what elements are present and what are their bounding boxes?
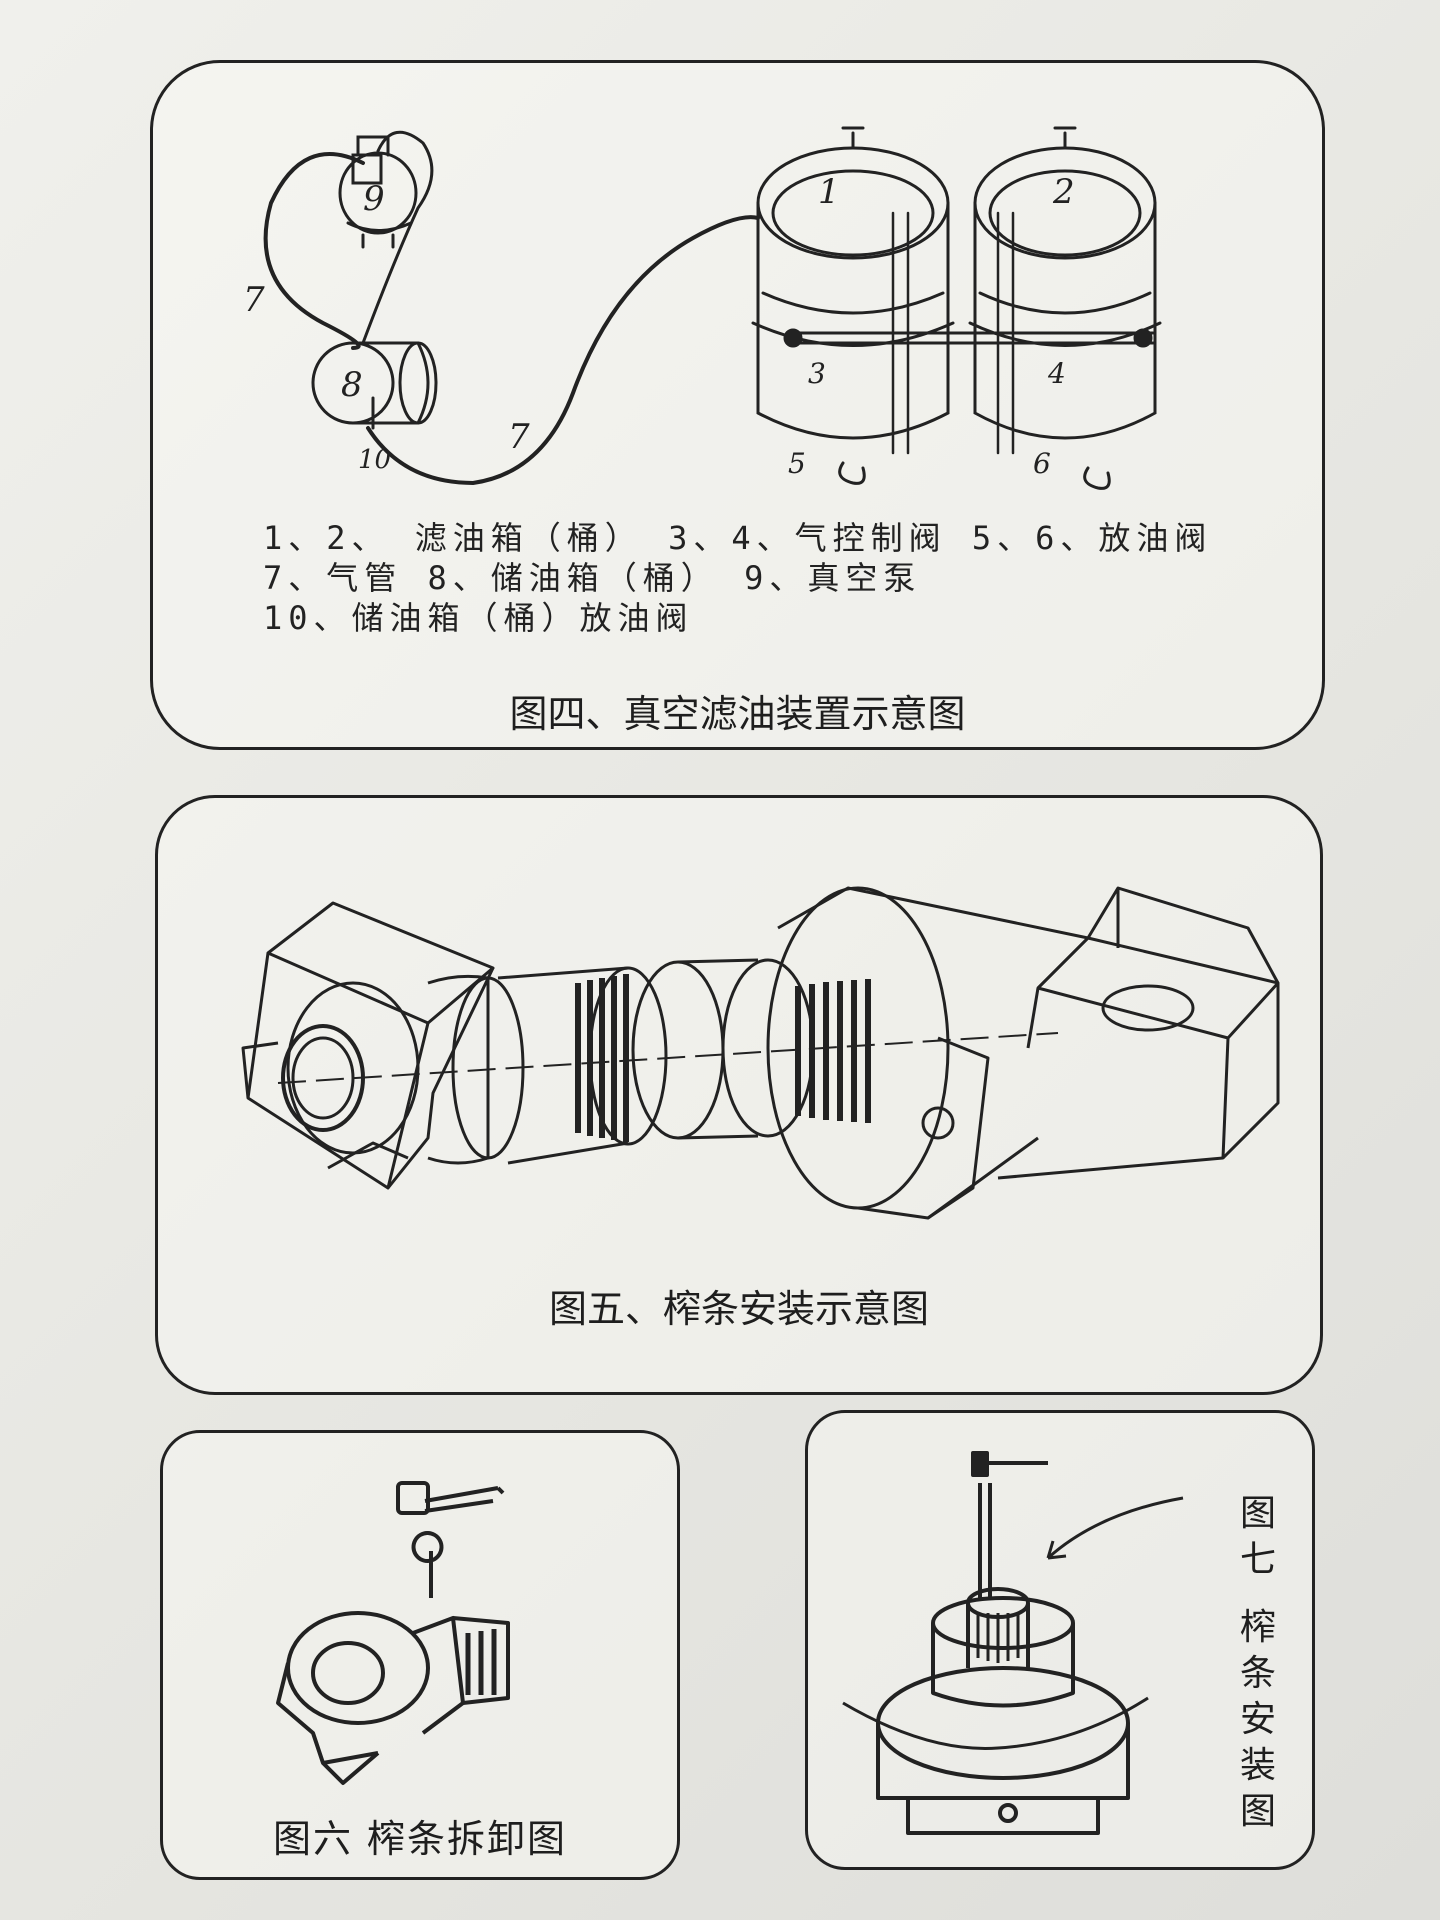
assembly-body-drawing xyxy=(842,1587,1149,1835)
caption-char: 图 xyxy=(1239,1493,1276,1534)
label-7b: 7 xyxy=(508,417,530,457)
figure-5-panel: 图五、榨条安装示意图 xyxy=(155,795,1323,1395)
label-10: 10 xyxy=(358,445,391,475)
right-flange-housing xyxy=(766,886,1280,1220)
legend-line-3: 10、储油箱（桶）放油阀 xyxy=(263,599,694,637)
valve-4-knob xyxy=(1133,328,1153,348)
drain-valve-5 xyxy=(838,461,866,485)
arrow-head xyxy=(1046,1540,1067,1560)
left-flange-block xyxy=(241,901,495,1190)
press-bar-installation-diagram xyxy=(842,1451,1184,1835)
caption-char: 图 xyxy=(1239,1791,1276,1832)
label-7a: 7 xyxy=(243,280,265,320)
filter-tank-2-drawing xyxy=(968,126,1162,455)
manifold-pipe xyxy=(786,331,1155,345)
caption-char: 安 xyxy=(1239,1699,1276,1740)
figure-5-caption: 图五、榨条安装示意图 xyxy=(548,1287,929,1331)
label-6: 6 xyxy=(1033,447,1051,480)
air-pipe-right xyxy=(366,215,760,486)
wrench-drawing xyxy=(396,1481,505,1598)
label-9: 9 xyxy=(363,179,385,219)
caption-char: 榨 xyxy=(1239,1607,1276,1648)
figure-7-panel: 图 七 榨 条 安 装 图 xyxy=(805,1410,1315,1870)
drain-valve-6 xyxy=(1083,466,1111,490)
label-1: 1 xyxy=(818,172,840,212)
press-bar-assembly-diagram xyxy=(241,886,1280,1220)
valve-3-knob xyxy=(783,328,803,348)
caption-char: 条 xyxy=(1239,1653,1276,1694)
caption-char: 七 xyxy=(1239,1539,1276,1580)
figure-6-caption: 图六 榨条拆卸图 xyxy=(272,1817,568,1861)
press-bar-removal-diagram xyxy=(276,1481,510,1785)
legend-line-2: 7、气管 8、储油箱（桶） 9、真空泵 xyxy=(263,559,922,597)
press-bars-left xyxy=(575,974,629,1142)
insertion-arrow xyxy=(1046,1496,1184,1560)
label-4: 4 xyxy=(1047,357,1066,390)
label-2: 2 xyxy=(1052,172,1075,212)
vacuum-pump-drawing xyxy=(338,135,418,249)
press-body-drawing xyxy=(276,1611,510,1785)
label-5: 5 xyxy=(788,447,806,480)
caption-char: 装 xyxy=(1239,1745,1276,1786)
label-3: 3 xyxy=(808,357,826,390)
figure-7-caption: 图 七 榨 条 安 装 图 xyxy=(1233,1491,1283,1835)
air-pipe-pump-top xyxy=(361,130,434,345)
figure-4-panel: 9 8 7 7 10 1 2 3 4 5 6 1、2、 滤油箱（桶） 3、4、气… xyxy=(150,60,1325,750)
filter-tank-1-drawing xyxy=(751,126,955,455)
label-8: 8 xyxy=(341,365,363,405)
center-axis-line xyxy=(277,1032,1059,1084)
figure-6-panel: 图六 榨条拆卸图 xyxy=(160,1430,680,1880)
press-bars-right xyxy=(795,979,871,1123)
storage-tank-drawing xyxy=(311,341,438,430)
installation-tool-drawing xyxy=(971,1451,1048,1598)
legend-line-1: 1、2、 滤油箱（桶） 3、4、气控制阀 5、6、放油阀 xyxy=(263,519,1213,557)
vacuum-oil-filter-diagram: 9 8 7 7 10 1 2 3 4 5 6 xyxy=(243,126,1162,490)
figure-4-legend: 1、2、 滤油箱（桶） 3、4、气控制阀 5、6、放油阀 7、气管 8、储油箱（… xyxy=(263,518,1263,638)
air-pipe-left xyxy=(263,152,365,350)
figure-4-caption: 图四、真空滤油装置示意图 xyxy=(509,692,966,736)
